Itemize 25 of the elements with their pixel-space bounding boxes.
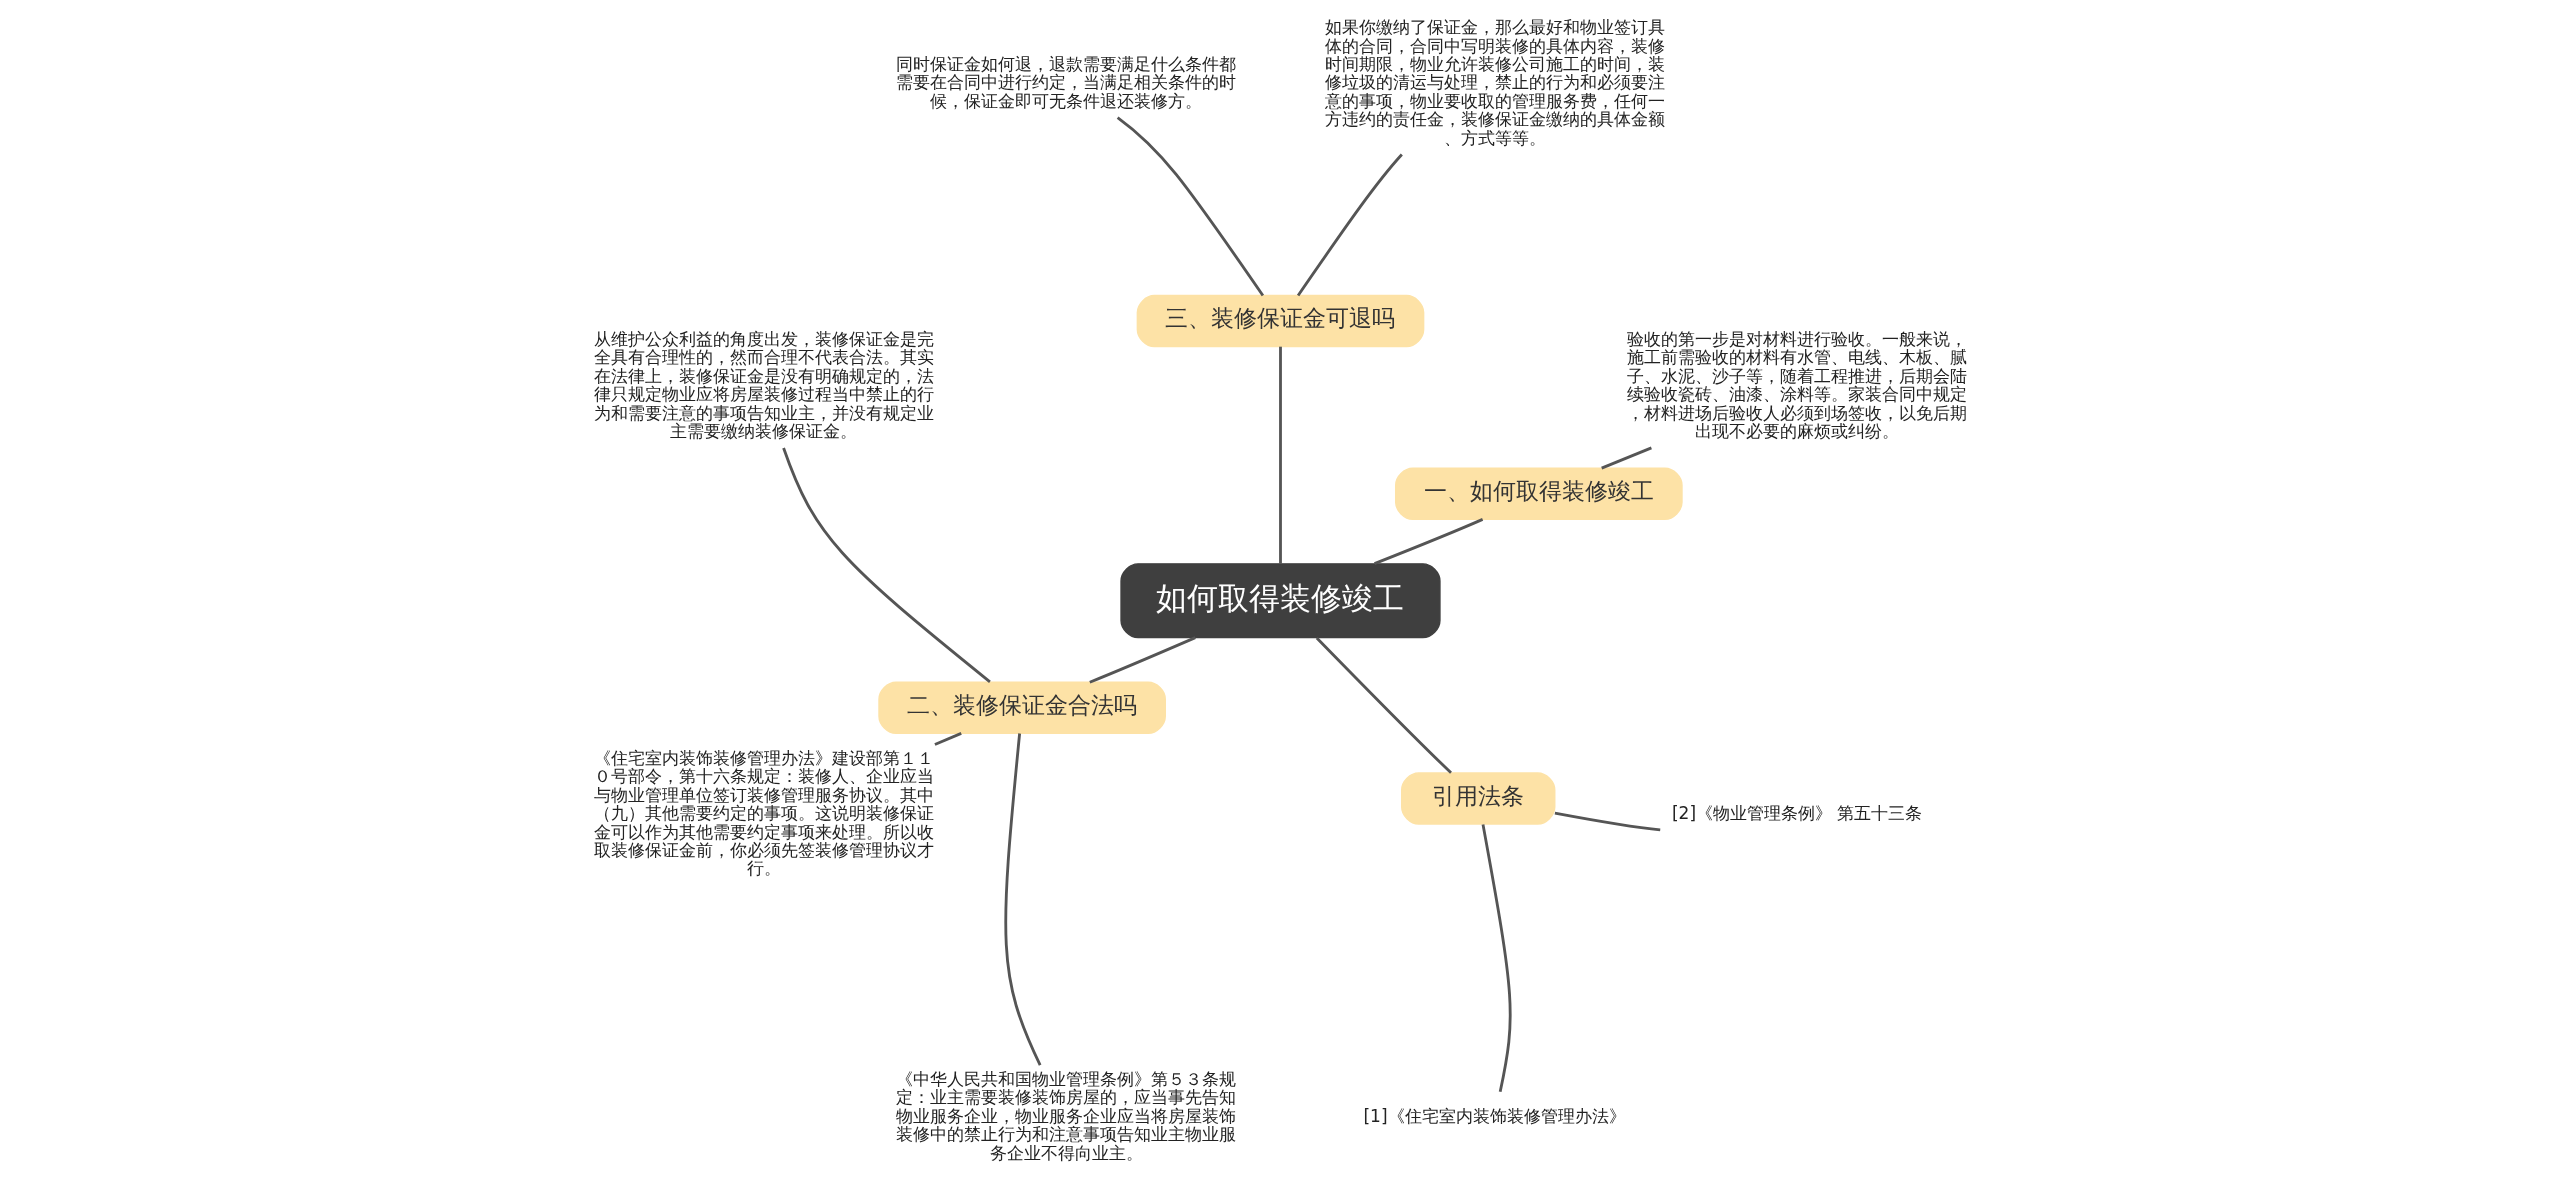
node-text: 同时保证金如何退，退款需要满足什么条件都需要在合同中进行约定，当满足相关条件的时候，保证金即可无条件退还装修方。 (895, 53, 1236, 111)
node-text: 验收的第一步是对材料进行验收。一般来说，施工前需验收的材料有水管、电线、木板、腻子、水泥、沙子等，随着工程推进，后期会陆续验收瓷砖、油漆、涂料等。家装合同中规定，材料进场后验收人必须到场签收，以免后期出现不必要的麻烦或纠纷。 (1626, 329, 1967, 442)
node-box: 二、装修保证金合法吗 (877, 681, 1166, 734)
connector (1003, 733, 1041, 1066)
connector (781, 447, 991, 683)
connector (933, 732, 962, 746)
node-box: 一、如何取得装修竣工 (1394, 467, 1683, 520)
connector (1554, 811, 1660, 832)
connector (1600, 446, 1652, 470)
node-text: 如果你缴纳了保证金，那么最好和物业签订具体的合同，合同中写明装修的具体内容，装修时间期限，物业允许装修公司施工的时间，装修垃圾的清运与处理，禁止的行为和必须要注意的事项，物业要收取的管理服务费，任何一方违约的责任金，装修保证金缴纳的具体金额、方式等等。 (1324, 17, 1665, 148)
connector (1315, 636, 1452, 774)
node-box: 如何取得装修竣工 (1119, 563, 1441, 639)
connector (1373, 518, 1483, 565)
node-box: 引用法条 (1400, 772, 1555, 825)
connector (1296, 153, 1403, 297)
connector (1278, 346, 1282, 564)
node-box: 三、装修保证金可退吗 (1136, 294, 1424, 348)
connector (1088, 636, 1196, 684)
connector (1481, 824, 1512, 1093)
node-text: 《中华人民共和国物业管理条例》第５３条规定：业主需要装修装饰房屋的，应当事先告知物业服务企业，物业服务企业应当将房屋装饰装修中的禁止行为和注意事项告知业主物业服务企业不得向业主。 (895, 1068, 1236, 1163)
node-text: [1]《住宅室内装饰装修管理办法》 (1362, 1105, 1626, 1126)
node-text: [2]《物业管理条例》 第五十三条 (1671, 803, 1922, 824)
node-text: 从维护公众利益的角度出发，装修保证金是完全具有合理性的，然而合理不代表合法。其实在法律上，装修保证金是没有明确规定的，法律只规定物业应将房屋装修过程当中禁止的行为和需要注意的事项告知业主，并没有规定业主需要缴纳装修保证金。 (593, 329, 934, 442)
connector (1116, 116, 1264, 297)
node-text: 《住宅室内装饰装修管理办法》建设部第１１０号部令，第十六条规定：装修人、企业应当与物业管理单位签订装修管理服务协议。其中（九）其他需要约定的事项。这说明装修保证金可以作为其他需要约定事项来处理。所以收取装修保证金前，你必须先签装修管理协议才行。 (593, 747, 934, 879)
